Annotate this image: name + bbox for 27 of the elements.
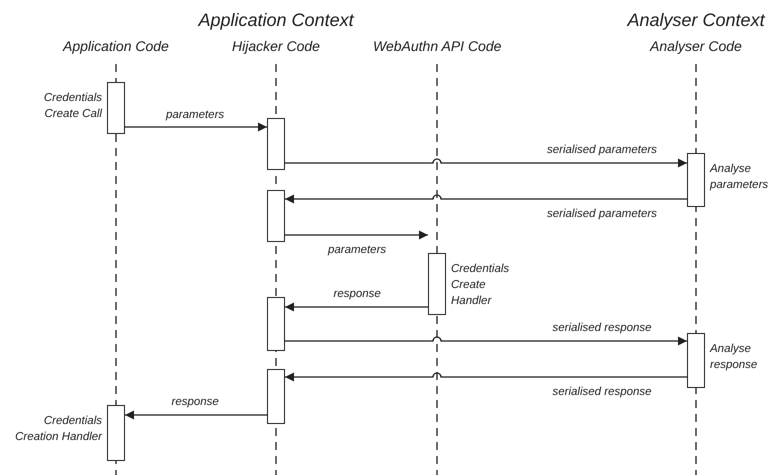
edge-label: response [172,396,219,408]
context-heading: Analyser Context [628,10,765,31]
activation-label: Credentials Creation Handler [14,414,102,445]
message-arrow [285,230,428,240]
context-heading: Application Context [198,10,354,31]
message-arrow [285,372,687,382]
lifeline-heading: Analyser Code [650,38,742,54]
message-arrow [125,122,267,132]
edge-label: parameters [328,244,386,256]
activation-label: Analyse response [710,342,758,373]
edge-label: serialised response [552,322,652,334]
lifeline-heading: Application Code [63,38,169,54]
edge-label: parameters [166,109,224,121]
message-arrow [285,302,428,312]
lifeline-heading: WebAuthn API Code [373,38,502,54]
edge-label: serialised parameters [547,144,657,156]
activation-label: Analyse parameters [710,162,770,193]
edge-label: response [334,288,381,300]
message-arrow [285,336,687,346]
edge-label: serialised response [552,386,652,398]
message-arrow [285,194,687,204]
lifeline-heading: Hijacker Code [232,38,320,54]
activation-label: Credentials Create Handler [451,262,510,309]
edge-label: serialised parameters [547,208,657,220]
message-arrow [285,158,687,168]
message-arrow [125,410,267,420]
activation-label: Credentials Create Call [42,91,102,122]
